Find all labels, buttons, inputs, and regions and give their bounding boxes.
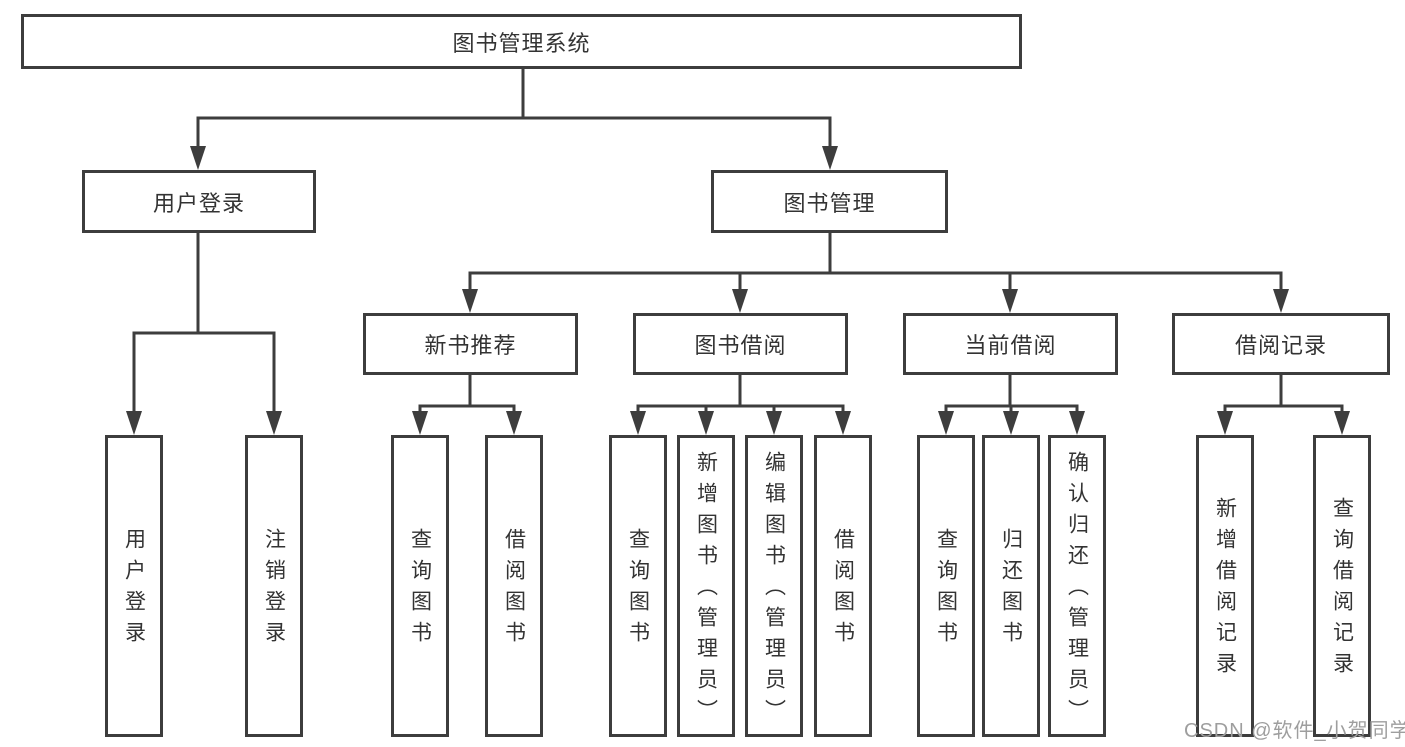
leaf-borrow-books: 借阅图书 — [814, 435, 872, 737]
node-current-borrowing: 当前借阅 — [903, 313, 1118, 375]
leaf-query-books-recommend: 查询图书 — [391, 435, 449, 737]
leaf-query-books-borrow: 查询图书 — [609, 435, 667, 737]
node-label: 借阅记录 — [1234, 333, 1327, 358]
leaf-confirm-return-admin: 确认归还（管理员） — [1048, 435, 1106, 737]
node-label: 图书借阅 — [694, 333, 787, 358]
node-label: 查询图书 — [408, 528, 432, 652]
node-label: 查询图书 — [626, 528, 650, 652]
leaf-borrow-books-recommend: 借阅图书 — [485, 435, 543, 737]
leaf-user-login: 用户登录 — [105, 435, 163, 737]
node-label: 查询借阅记录 — [1330, 497, 1354, 683]
node-label: 图书管理 — [783, 190, 876, 216]
node-library-management-system: 图书管理系统 — [21, 14, 1022, 69]
node-label: 用户登录 — [152, 190, 245, 216]
node-label: 借阅图书 — [831, 528, 855, 652]
leaf-return-books: 归还图书 — [982, 435, 1040, 737]
node-label: 借阅图书 — [502, 528, 526, 652]
node-label: 新书推荐 — [424, 333, 517, 358]
leaf-edit-books-admin: 编辑图书（管理员） — [745, 435, 803, 737]
node-label: 图书管理系统 — [452, 30, 591, 56]
node-label: 归还图书 — [999, 528, 1023, 652]
csdn-watermark: CSDN @软件_小贺同学 — [1184, 720, 1405, 742]
node-book-management-branch: 图书管理 — [711, 170, 948, 233]
node-book-borrowing: 图书借阅 — [633, 313, 848, 375]
node-label: 当前借阅 — [964, 333, 1057, 358]
node-label: 编辑图书（管理员） — [762, 450, 786, 730]
arrowheads — [126, 146, 1350, 435]
leaf-add-borrow-record: 新增借阅记录 — [1196, 435, 1254, 737]
leaf-query-books-current: 查询图书 — [917, 435, 975, 737]
leaf-query-borrow-record: 查询借阅记录 — [1313, 435, 1371, 737]
node-label: 确认归还（管理员） — [1065, 450, 1089, 730]
node-borrowing-records: 借阅记录 — [1172, 313, 1390, 375]
node-label: 查询图书 — [934, 528, 958, 652]
leaf-logout: 注销登录 — [245, 435, 303, 737]
node-label: 用户登录 — [122, 528, 146, 652]
node-new-book-recommendation: 新书推荐 — [363, 313, 578, 375]
node-label: 新增图书（管理员） — [694, 450, 718, 730]
node-label: 新增借阅记录 — [1213, 497, 1237, 683]
node-user-login-branch: 用户登录 — [82, 170, 316, 233]
node-label: 注销登录 — [262, 528, 286, 652]
leaf-add-books-admin: 新增图书（管理员） — [677, 435, 735, 737]
